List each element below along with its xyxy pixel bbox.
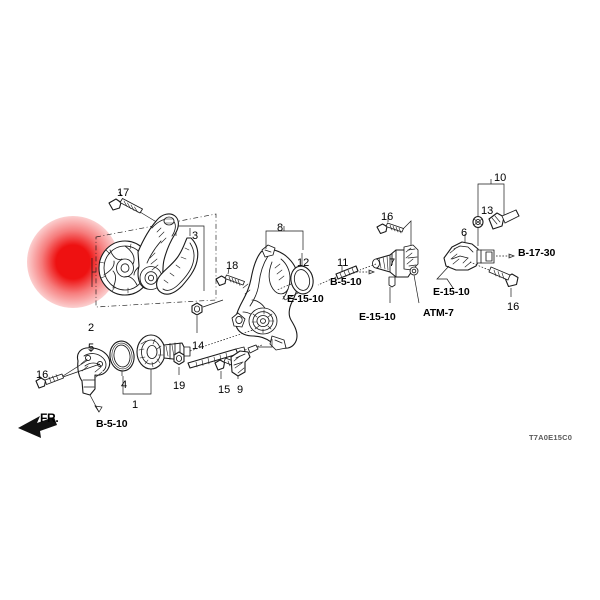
callout-ref-atm-7: ATM-7 [423,307,454,319]
callout-number-15: 15 [218,384,231,396]
part-16-bolt-lower-left [35,359,101,389]
callout-number-18: 18 [226,260,239,272]
part-11-dowel-pin [317,265,375,286]
part-5-thermostat-cover [76,347,111,413]
part-8-pump-housing [231,244,299,351]
callout-number-7: 7 [389,257,396,269]
part-10-bolt [488,209,520,230]
callout-number-19: 19 [173,380,186,392]
part-3-drive-belt [156,237,199,295]
callout-number-1: 1 [132,399,139,411]
fr-orientation-label: FR. [40,411,59,425]
callout-ref-e-15-10: E-15-10 [359,311,396,323]
part-12-o-ring [276,253,314,295]
callout-number-17: 17 [117,187,130,199]
callout-number-13: 13 [481,205,494,217]
callout-ref-b-5-10: B-5-10 [96,418,128,430]
callout-number-12: 12 [297,257,310,269]
callout-number-16: 16 [507,301,520,313]
fr-direction-arrow [18,416,57,438]
callout-number-3: 3 [192,230,199,242]
callout-ref-e-15-10: E-15-10 [287,293,324,305]
part-14-nut [191,299,224,333]
part-17-bolt [108,191,169,230]
callout-ref-e-15-10: E-15-10 [433,286,470,298]
callout-ref-b-17-30: B-17-30 [518,247,556,259]
part-9-bracket [230,339,273,379]
group-8-bracket [265,226,304,250]
part-4-gasket-ring [109,340,135,376]
part-16-bolt-upper-middle [376,216,412,251]
part-13-washer [472,195,484,246]
callout-number-6: 6 [461,227,468,239]
group-10-bracket [477,179,505,218]
diagram-code-label: T7A0E15C0 [529,433,573,442]
part-7-water-pipe [359,244,420,304]
part-18-bolt [215,267,245,287]
callout-number-9: 9 [237,384,244,396]
part-19-nut [173,351,185,375]
callout-number-10: 10 [494,172,507,184]
part-6-connector-housing [436,234,515,289]
callout-number-2: 2 [88,322,95,334]
callout-ref-b-5-10: B-5-10 [330,276,362,288]
part-16-bolt-right [469,261,519,297]
callout-number-11: 11 [337,257,349,269]
callout-number-5: 5 [88,342,95,354]
callout-number-16: 16 [381,211,394,223]
callout-number-16: 16 [36,369,49,381]
callout-number-4: 4 [121,379,128,391]
callout-number-8: 8 [277,222,284,234]
callout-number-14: 14 [192,340,205,352]
